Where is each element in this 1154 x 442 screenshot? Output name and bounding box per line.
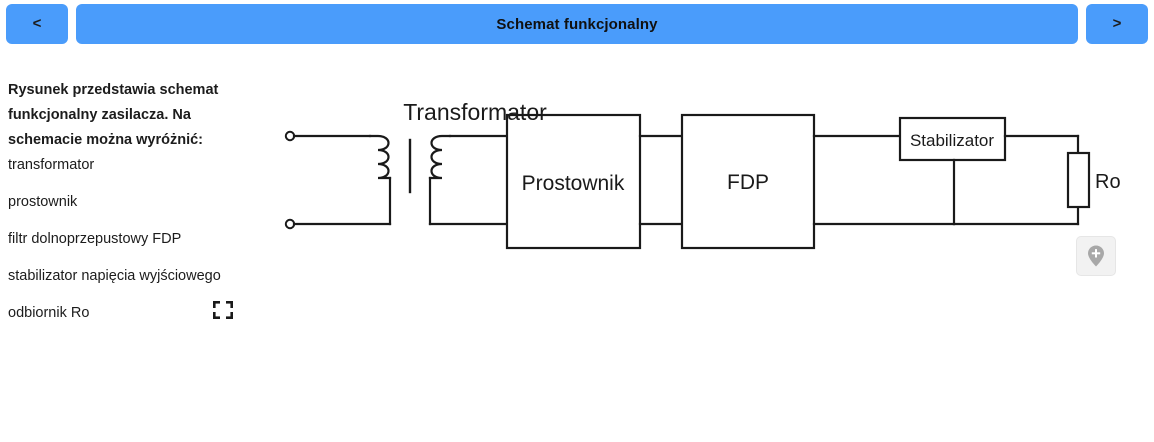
primary-winding [368, 134, 392, 180]
description-panel: Rysunek przedstawia schemat funkcjonalny… [8, 78, 258, 326]
block-label-stabilizator: Stabilizator [910, 131, 994, 150]
schematic-svg: Transformator Prostownik FDP Stabilizato… [284, 99, 1121, 250]
map-pin-plus-icon [1088, 245, 1104, 267]
load-label-ro: Ro [1095, 171, 1121, 193]
add-pin-button[interactable] [1076, 236, 1116, 276]
description-intro-tail: transformator [8, 157, 95, 173]
block-stabilizator [898, 116, 1007, 162]
previous-button[interactable]: < [6, 4, 68, 44]
list-item: filtr dolnoprzepustowy FDP [8, 231, 182, 247]
page-title: Schemat funkcjonalny [496, 15, 658, 33]
top-navigation-bar: < Schemat funkcjonalny > [0, 0, 1154, 45]
next-button[interactable]: > [1086, 4, 1148, 44]
secondary-winding [428, 134, 452, 180]
block-prostownik [505, 113, 642, 250]
page-title-bar[interactable]: Schemat funkcjonalny [76, 4, 1078, 44]
list-item: stabilizator napięcia wyjściowego [8, 268, 221, 284]
fullscreen-icon[interactable] [213, 301, 233, 319]
block-label-fdp: FDP [727, 171, 769, 194]
description-intro: Rysunek przedstawia schemat funkcjonalny… [8, 78, 258, 178]
list-item: odbiornik Ro [8, 305, 90, 321]
transformer-label: Transformator [403, 99, 547, 125]
list-item: prostownik [8, 194, 78, 210]
functional-schematic-diagram: Transformator Prostownik FDP Stabilizato… [260, 60, 1154, 305]
block-fdp [680, 113, 816, 250]
block-label-prostownik: Prostownik [522, 172, 625, 195]
description-intro-bold: Rysunek przedstawia schemat funkcjonalny… [8, 82, 219, 148]
load-resistor-ro [1066, 151, 1091, 209]
